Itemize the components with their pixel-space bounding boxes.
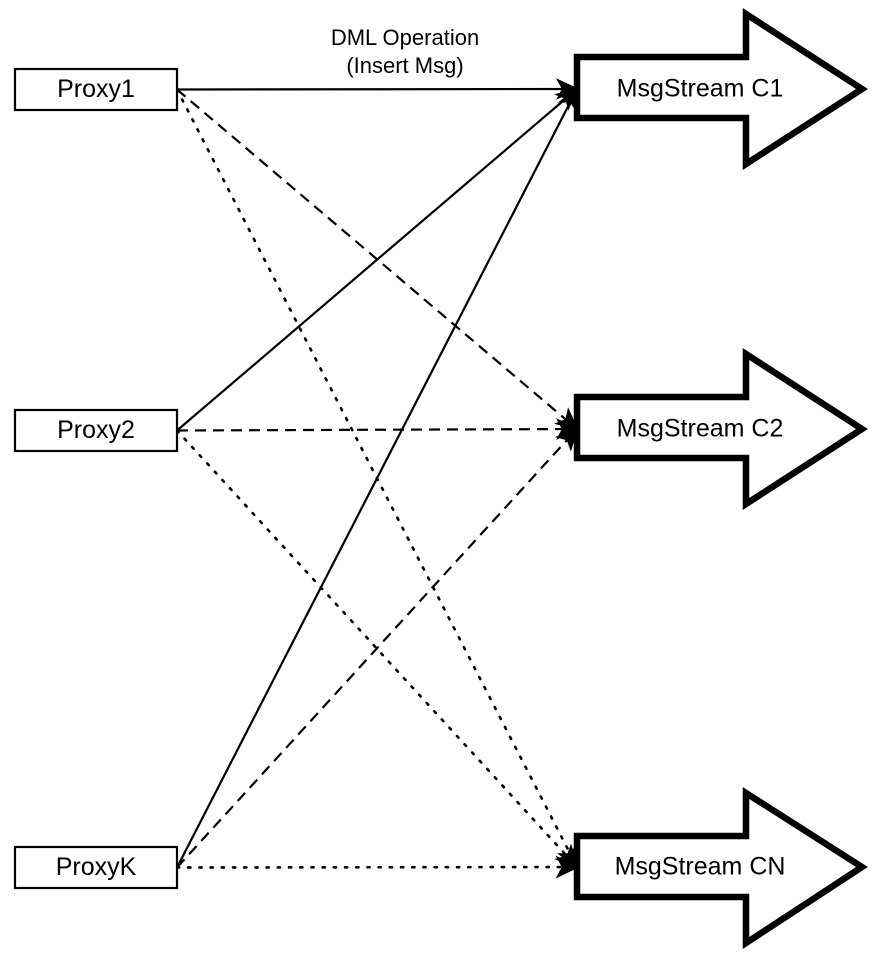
- proxy-box[interactable]: [13, 408, 179, 453]
- msgstream-label: MsgStream CN: [615, 853, 786, 881]
- edge-proxy2-to-msgstream-c1: [176, 87, 579, 432]
- edge-proxyk-to-msgstream-cn: [175, 855, 580, 879]
- proxy-node-proxy1[interactable]: Proxy1: [13, 67, 179, 112]
- msgstream-label: MsgStream C1: [617, 75, 784, 103]
- edge-layer: [175, 78, 580, 879]
- msgstream-arrow-shape[interactable]: [573, 8, 868, 170]
- edge-proxyk-to-msgstream-c2: [176, 427, 579, 869]
- proxy-box[interactable]: [13, 845, 179, 890]
- msgstream-node-c2[interactable]: MsgStream C2: [573, 348, 868, 510]
- msgstream-node-c1[interactable]: MsgStream C1: [573, 8, 868, 170]
- proxy-label: ProxyK: [56, 853, 137, 881]
- edge-proxy1-to-msgstream-c1: [176, 78, 580, 100]
- edge-proxyk-to-msgstream-c1: [176, 87, 579, 869]
- annotation-line-1: DML Operation: [331, 25, 479, 50]
- proxy-box[interactable]: [13, 67, 179, 112]
- msgstream-arrow-shape[interactable]: [573, 348, 868, 510]
- msgstream-label: MsgStream C2: [617, 415, 784, 443]
- proxy-node-proxyk[interactable]: ProxyK: [13, 845, 179, 890]
- msgstream-arrow-shape[interactable]: [573, 787, 868, 950]
- proxy-node-proxy2[interactable]: Proxy2: [13, 408, 179, 453]
- proxy-label: Proxy1: [57, 75, 135, 103]
- annotation-line-2: (Insert Msg): [346, 53, 463, 78]
- msgstream-node-cn[interactable]: MsgStream CN: [573, 787, 868, 950]
- edge-proxy2-to-msgstream-c2: [176, 418, 580, 440]
- edge-proxy2-to-msgstream-cn: [175, 429, 579, 869]
- proxy-label: Proxy2: [57, 416, 135, 444]
- annotation-dml-operation: DML Operation (Insert Msg): [331, 25, 479, 78]
